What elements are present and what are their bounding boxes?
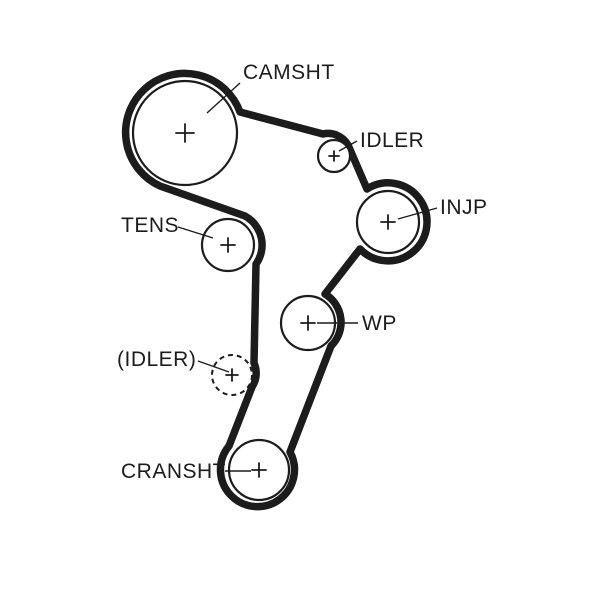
idler-leader-line (338, 140, 358, 152)
injection-pump-label: INJP (440, 196, 488, 219)
idler-label: IDLER (360, 129, 424, 152)
belt-path (121, 69, 431, 511)
optional-idler-label: (IDLER) (117, 348, 196, 371)
tensioner-plus-icon (220, 237, 236, 253)
pulley-optional-idler (211, 354, 253, 396)
crankshaft-plus-icon (251, 462, 267, 478)
camshaft-leader-line (206, 82, 241, 114)
optional-idler-leader-line (197, 360, 230, 373)
pulley-camshaft (131, 79, 239, 187)
tensioner-leader-line (177, 226, 214, 239)
optional-idler-plus-icon (225, 368, 239, 382)
tensioner-label: TENS (121, 214, 179, 237)
pulley-idler (316, 138, 352, 174)
water-pump-plus-icon (300, 315, 316, 331)
camshaft-label: CAMSHT (243, 61, 335, 84)
idler-plus-icon (328, 150, 340, 162)
pulley-crankshaft (227, 438, 291, 502)
injection-pump-plus-icon (380, 214, 396, 230)
injection-pump-leader-line (397, 207, 438, 220)
water-pump-label: WP (362, 312, 397, 335)
crankshaft-label: CRANSHT (121, 460, 226, 483)
camshaft-plus-icon (175, 123, 195, 143)
pulley-tensioner (200, 217, 256, 273)
pulley-injection-pump (355, 189, 421, 255)
